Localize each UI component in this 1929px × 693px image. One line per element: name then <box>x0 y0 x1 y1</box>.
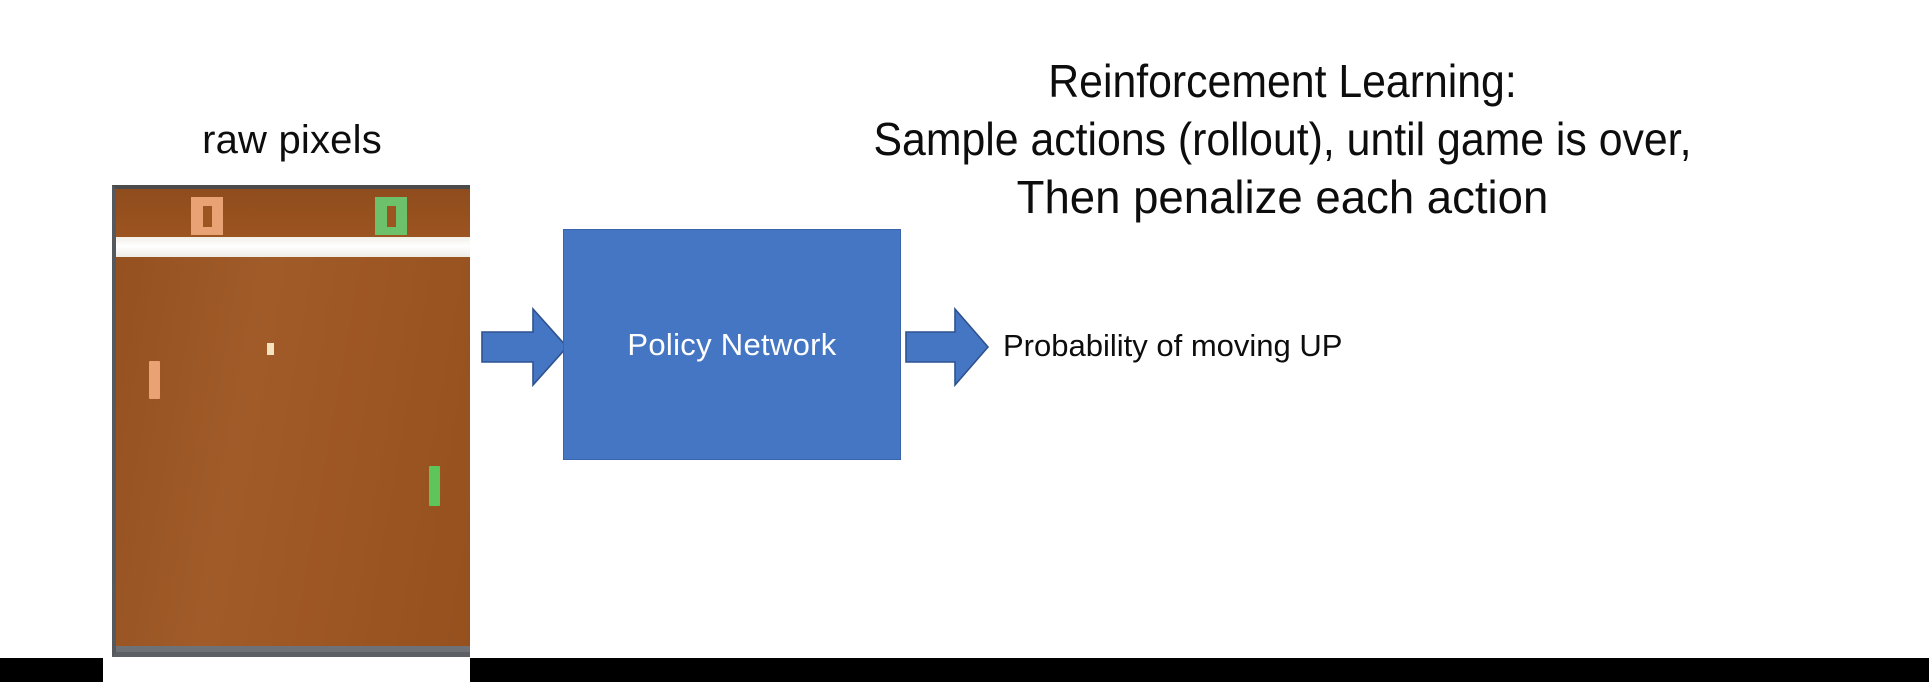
pong-score-right-digit <box>386 205 396 227</box>
slide-title: Reinforcement Learning: Sample actions (… <box>640 52 1925 226</box>
pong-paddle-opponent <box>149 361 160 399</box>
policy-network-label: Policy Network <box>627 326 837 362</box>
bottom-bar-right <box>470 658 1929 682</box>
pong-bottom-edge <box>116 646 470 652</box>
arrow-right-icon-output <box>905 306 990 388</box>
title-line-1: Reinforcement Learning: <box>1048 55 1517 107</box>
title-line-2: Sample actions (rollout), until game is … <box>873 113 1692 165</box>
title-line-3: Then penalize each action <box>1016 171 1549 223</box>
bottom-bar-left <box>0 658 103 682</box>
pong-divider-line <box>116 237 470 257</box>
pong-ball <box>267 343 274 355</box>
policy-network-box[interactable]: Policy Network <box>563 229 901 460</box>
pong-paddle-agent <box>429 466 440 506</box>
pong-game-screenshot <box>112 185 470 657</box>
pong-score-left <box>191 197 223 235</box>
pong-score-left-digit <box>202 205 212 227</box>
arrow-right-icon-input <box>481 306 569 388</box>
pong-score-band <box>116 189 470 237</box>
raw-pixels-caption: raw pixels <box>202 118 382 162</box>
pong-playfield <box>116 189 470 652</box>
output-probability-label: Probability of moving UP <box>1003 328 1343 363</box>
pong-score-right <box>375 197 407 235</box>
